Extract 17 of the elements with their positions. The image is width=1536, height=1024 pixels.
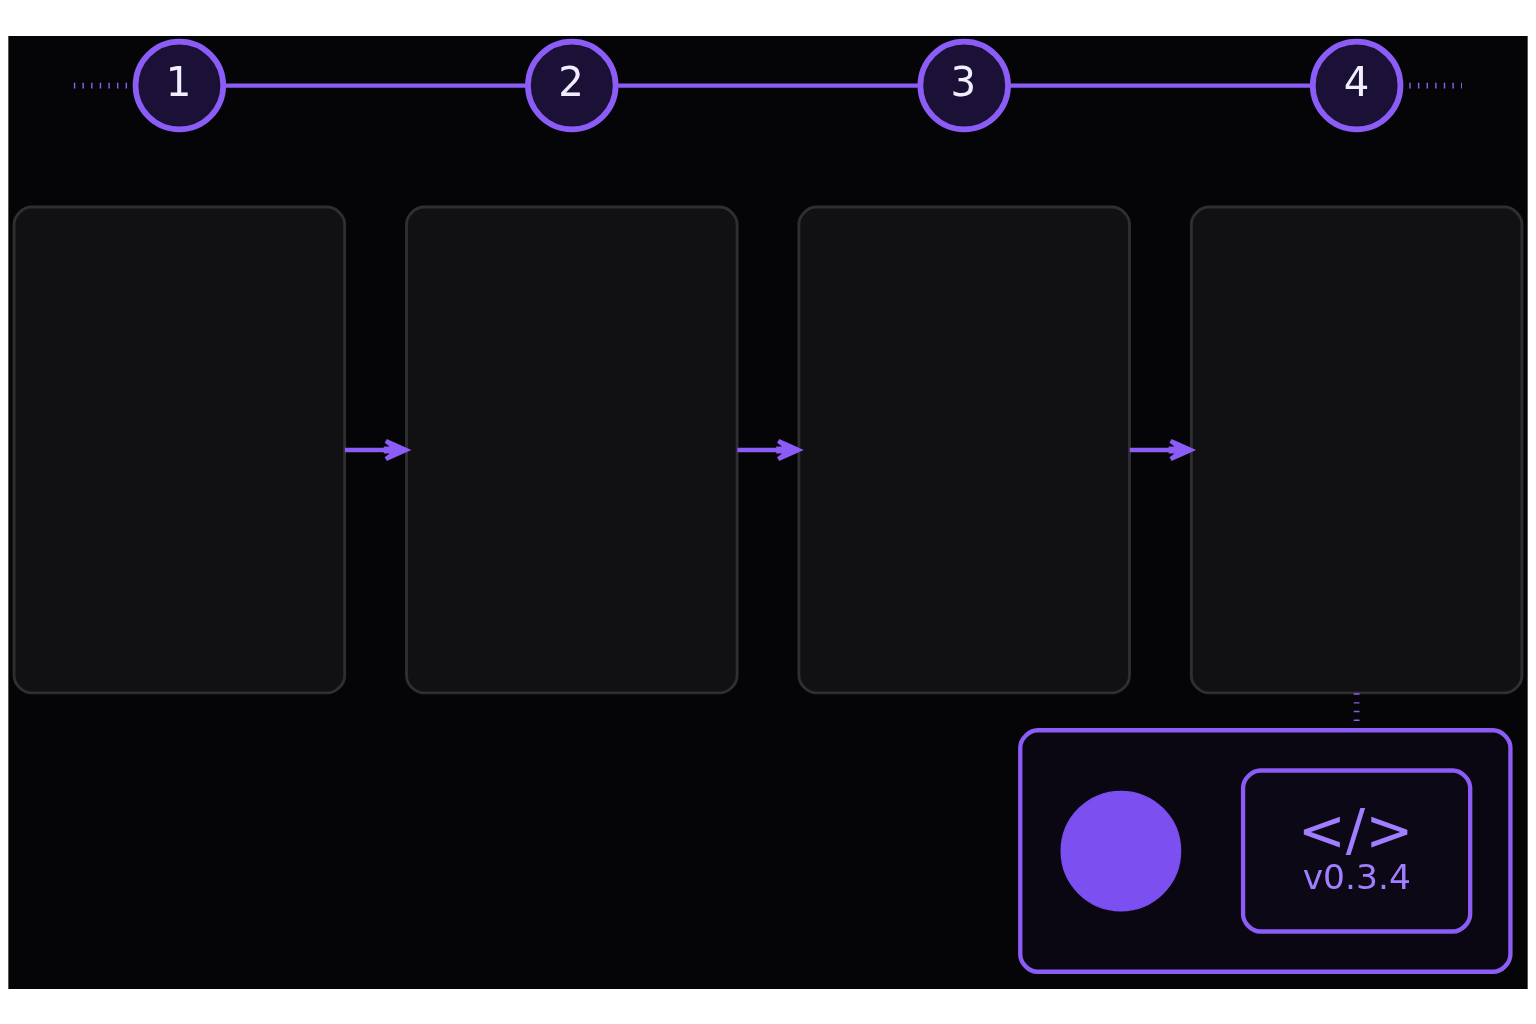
connector <box>1008 82 1313 88</box>
arrow <box>1129 438 1194 461</box>
arrow <box>344 438 409 461</box>
node-circle: 4 <box>1309 38 1404 132</box>
node-circle <box>1060 790 1182 911</box>
node-box: </> v0.3.4 <box>1240 767 1473 934</box>
node-box <box>1189 205 1524 694</box>
node-circle: 1 <box>132 38 227 132</box>
node-circle: 2 <box>525 38 619 132</box>
node-box <box>797 205 1131 694</box>
connector <box>615 82 920 88</box>
arrow <box>737 438 801 461</box>
node-box <box>12 205 347 694</box>
connector <box>223 82 528 88</box>
node-box <box>405 205 739 694</box>
cluster <box>1018 727 1513 974</box>
node-circle: 3 <box>917 38 1011 132</box>
